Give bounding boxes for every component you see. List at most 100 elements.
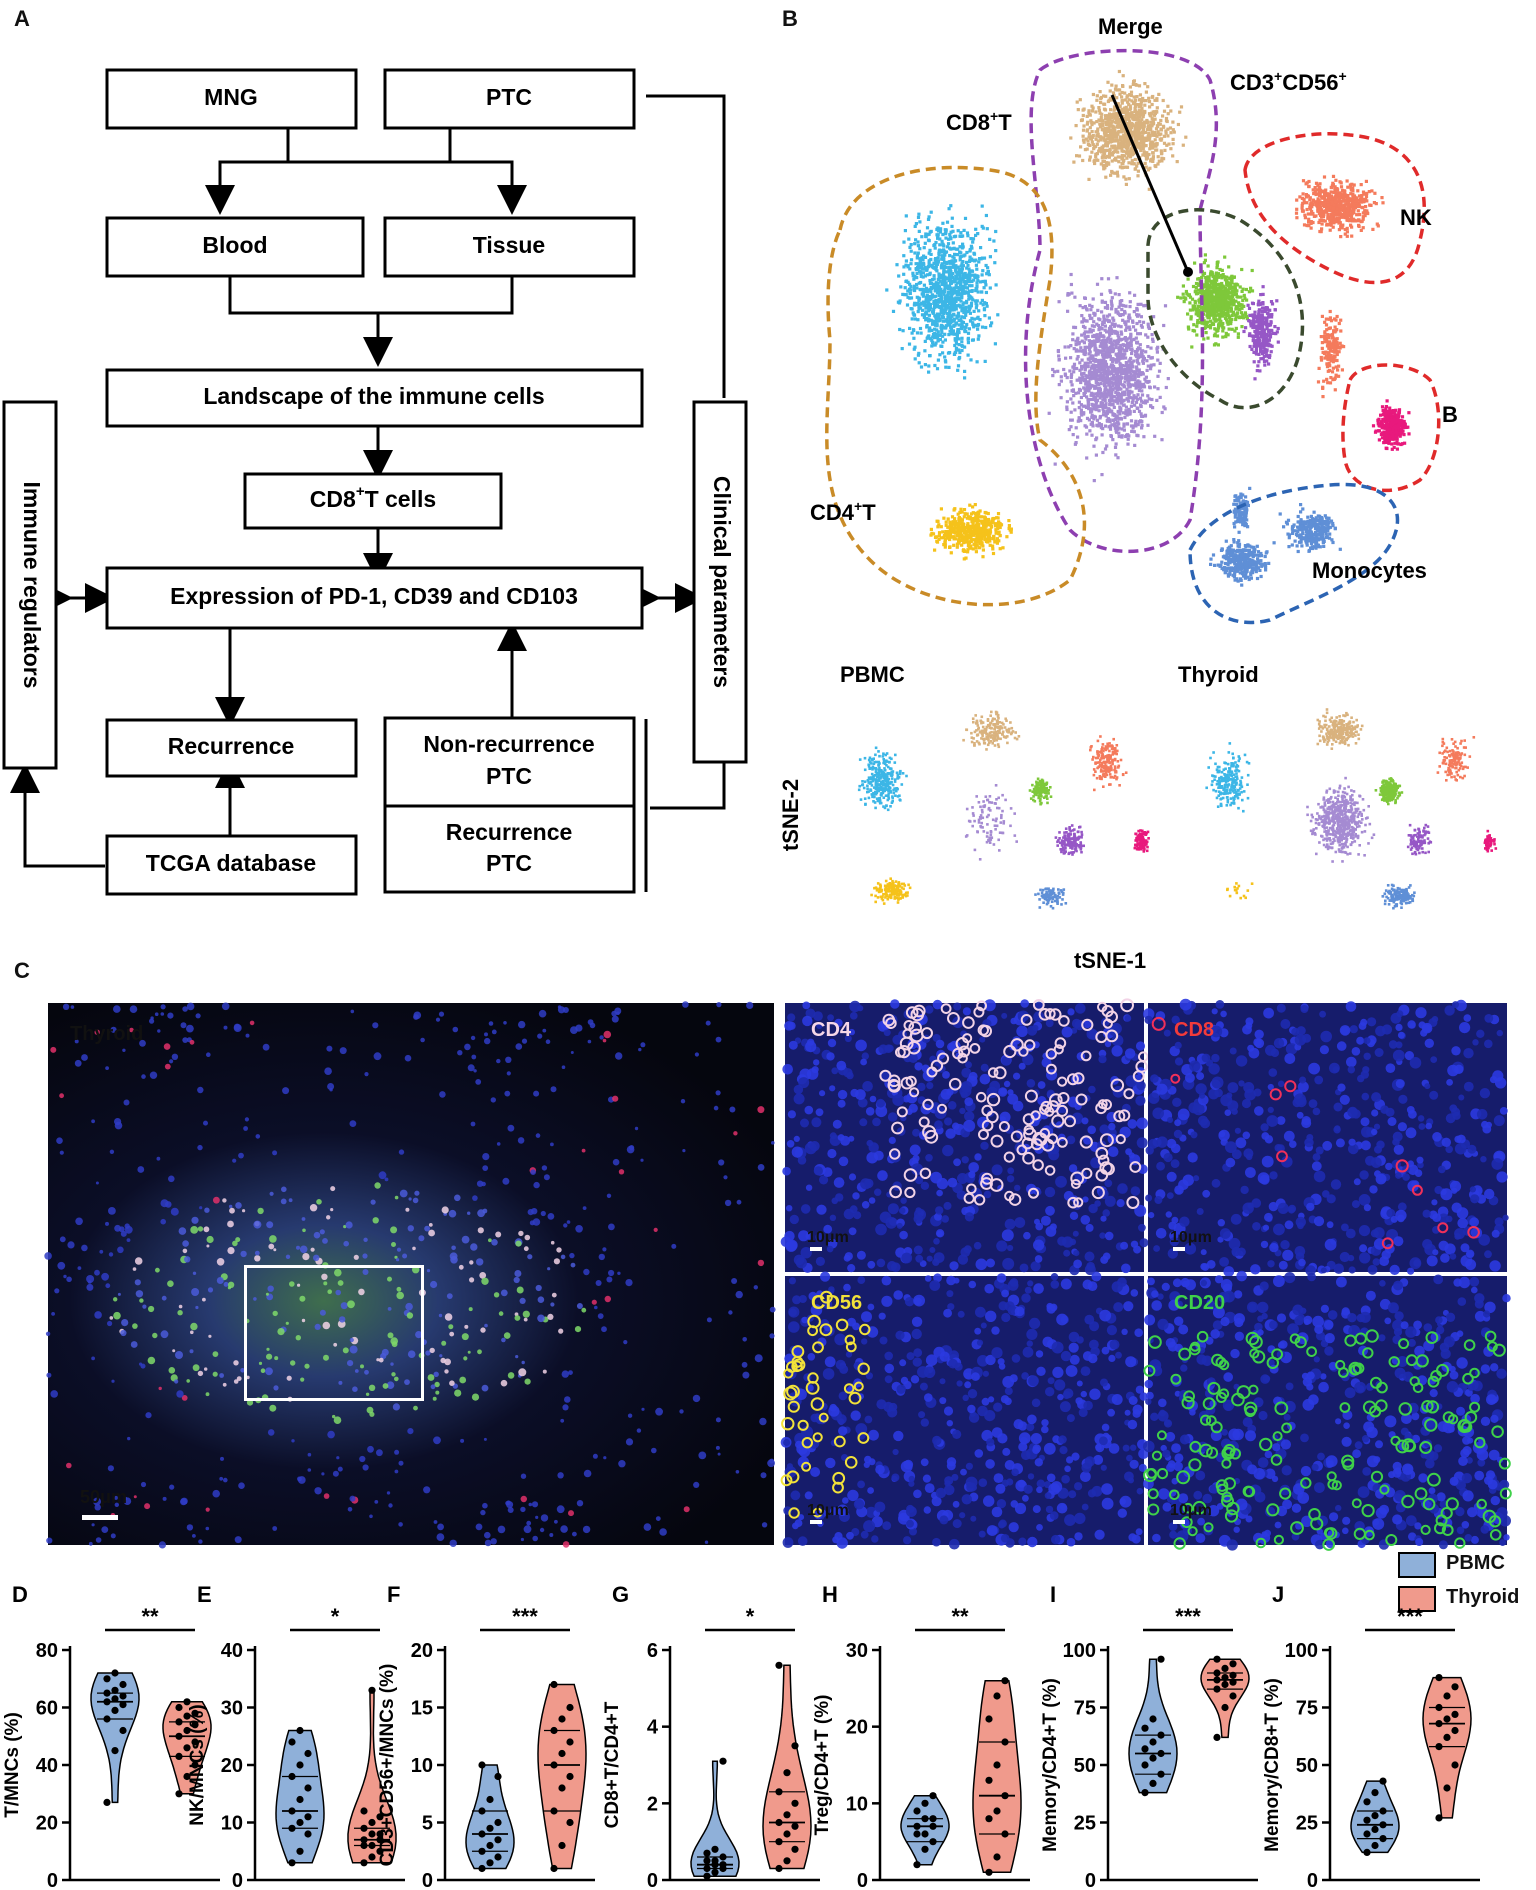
svg-text:Immune regulators: Immune regulators	[19, 481, 45, 688]
data-point	[783, 1857, 791, 1865]
y-tick-label: 0	[422, 1870, 433, 1890]
data-point	[1001, 1738, 1009, 1746]
data-point	[1229, 1692, 1237, 1700]
data-point	[1371, 1825, 1379, 1833]
data-point	[993, 1853, 1001, 1861]
significance-stars: ***	[1175, 1604, 1201, 1629]
data-point	[1213, 1733, 1221, 1741]
tsne-pbmc-label: PBMC	[840, 662, 905, 687]
data-point	[478, 1761, 486, 1769]
data-point	[913, 1861, 921, 1869]
data-point	[1363, 1848, 1371, 1856]
legend-thyroid-label: Thyroid	[1446, 1586, 1520, 1608]
data-point	[486, 1795, 494, 1804]
panel-letter-g: G	[612, 1582, 629, 1607]
y-tick-label: 60	[36, 1698, 58, 1720]
nk-outline	[1243, 132, 1426, 285]
data-point	[913, 1822, 921, 1830]
data-point	[775, 1864, 783, 1873]
y-tick-label: 100	[1285, 1640, 1318, 1662]
data-point	[360, 1859, 368, 1867]
legend: PBMC Thyroid	[1398, 1548, 1534, 1618]
micro-cd56: CD56 10μm	[780, 1271, 1149, 1550]
data-point	[550, 1864, 558, 1873]
data-point	[929, 1792, 937, 1800]
violin-thyroid	[1422, 1676, 1472, 1819]
data-point	[1363, 1798, 1371, 1806]
y-axis-label: CD8+T/CD4+T	[602, 1701, 623, 1828]
scale-bar-cd56	[810, 1520, 822, 1524]
data-point	[703, 1849, 711, 1857]
scale-bar-cd56-label: 10μm	[807, 1502, 849, 1519]
y-tick-label: 75	[1074, 1698, 1096, 1720]
micro-cd8-label: CD8	[1174, 1019, 1215, 1041]
data-point	[376, 1847, 384, 1855]
data-point	[1221, 1680, 1229, 1689]
violin-pbmc	[465, 1764, 515, 1870]
micro-subpanels: CD4 10μm CD8 10μm CD56 10μm CD20 10μm	[780, 998, 1512, 1551]
y-tick-label: 50	[1296, 1755, 1318, 1777]
svg-text:Recurrence: Recurrence	[446, 819, 573, 845]
data-point	[119, 1726, 127, 1735]
panel-letter-i: I	[1050, 1582, 1056, 1607]
data-point	[993, 1761, 1001, 1769]
data-point	[368, 1818, 376, 1827]
data-point	[175, 1752, 183, 1760]
micro-main: Thyroid 50μm	[44, 1001, 776, 1549]
data-point	[175, 1718, 183, 1726]
data-point	[368, 1841, 376, 1850]
micro-cd20-label: CD20	[1174, 1292, 1226, 1314]
svg-text:Recurrence: Recurrence	[168, 733, 295, 759]
data-point	[566, 1818, 574, 1827]
data-point	[1443, 1692, 1451, 1700]
data-point	[1229, 1671, 1237, 1679]
significance-stars: **	[141, 1604, 159, 1629]
tsne-xlabel: tSNE-1	[1074, 948, 1146, 973]
y-axis-label: Memory/CD4+T (%)	[1040, 1678, 1061, 1852]
data-point	[1213, 1676, 1221, 1684]
scale-bar-cd20-label: 10μm	[1170, 1502, 1212, 1519]
data-point	[296, 1726, 304, 1735]
data-point	[486, 1841, 494, 1850]
data-point	[1435, 1720, 1443, 1728]
data-point	[929, 1815, 937, 1823]
data-point	[103, 1689, 111, 1697]
y-tick-label: 25	[1074, 1813, 1096, 1835]
data-point	[119, 1680, 127, 1689]
data-point	[791, 1822, 799, 1830]
y-tick-label: 0	[1085, 1870, 1096, 1890]
micro-inset-box	[244, 1265, 424, 1401]
violin-pbmc	[1128, 1658, 1178, 1794]
data-point	[921, 1845, 929, 1853]
svg-text:Tissue: Tissue	[473, 232, 545, 258]
tsne-small-clusters	[857, 708, 1498, 910]
blood-box: Blood	[105, 216, 365, 278]
data-point	[1443, 1733, 1451, 1741]
y-tick-label: 4	[647, 1717, 659, 1739]
data-point	[288, 1824, 296, 1832]
data-point	[191, 1709, 199, 1717]
panel-letter-f: F	[387, 1582, 400, 1607]
data-point	[1229, 1660, 1237, 1668]
data-point	[783, 1769, 791, 1777]
svg-text:Clinical parameters: Clinical parameters	[709, 476, 735, 688]
data-point	[1149, 1738, 1157, 1746]
y-axis-label: Treg/CD4+T (%)	[812, 1695, 833, 1836]
svg-text:Non-recurrence: Non-recurrence	[423, 731, 594, 757]
data-point	[1371, 1812, 1379, 1820]
data-point	[304, 1784, 312, 1792]
panel-letter-a: A	[14, 6, 30, 31]
y-tick-label: 20	[846, 1717, 868, 1739]
data-point	[304, 1830, 312, 1838]
data-point	[1451, 1710, 1459, 1718]
data-point	[1435, 1743, 1443, 1751]
data-point	[360, 1824, 368, 1832]
y-tick-label: 20	[36, 1813, 58, 1835]
data-point	[183, 1744, 191, 1752]
svg-text:CD8+T cells: CD8+T cells	[310, 483, 436, 512]
data-point	[360, 1836, 368, 1844]
data-point	[183, 1712, 191, 1720]
